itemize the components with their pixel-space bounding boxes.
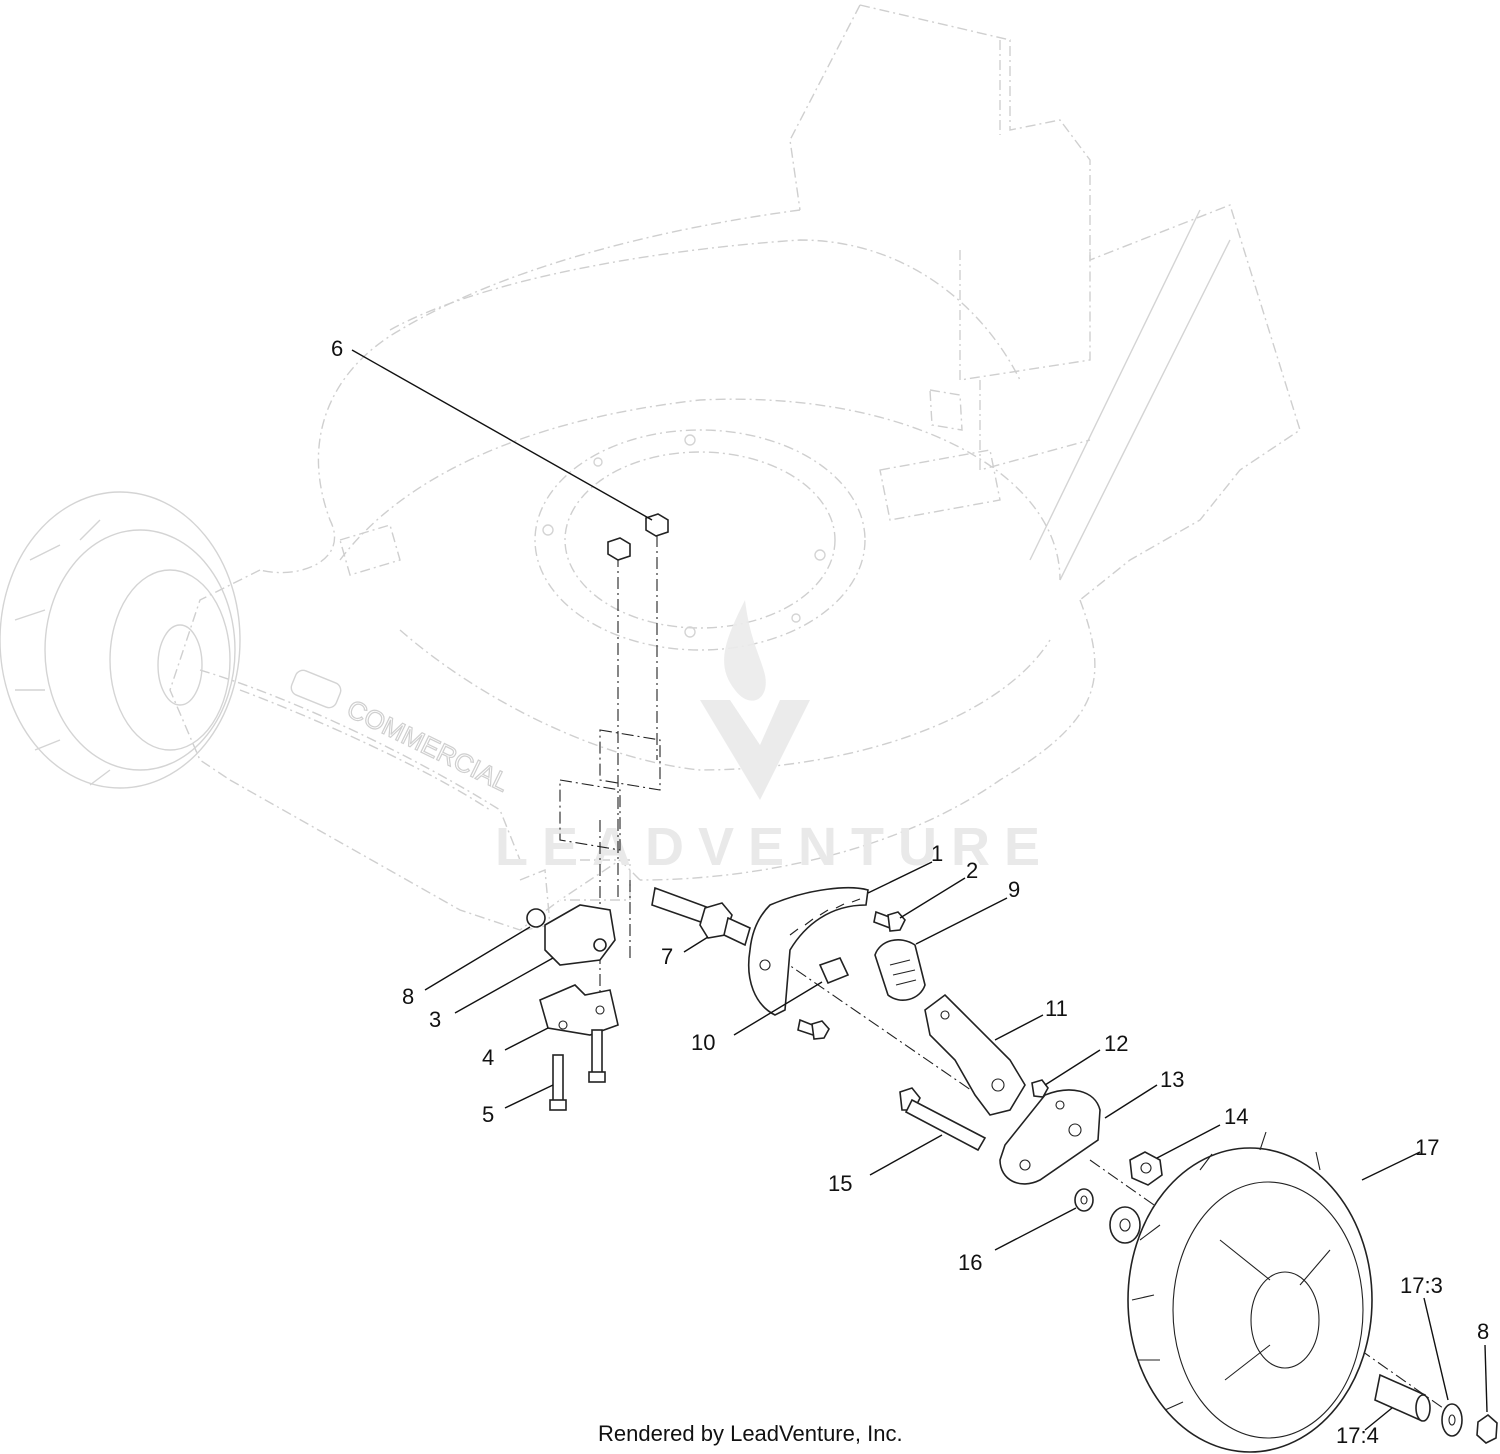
part-bracket-13 (999, 1089, 1101, 1185)
part-bolts-5 (549, 1029, 606, 1111)
callout-11: 11 (1045, 996, 1068, 1021)
part-handle-knob-9 (874, 939, 926, 1001)
callout-13: 13 (1160, 1067, 1184, 1092)
part-lever-11 (924, 993, 1026, 1116)
part-nut-8-rear (1476, 1413, 1498, 1444)
callout-5: 5 (482, 1102, 494, 1127)
part-washer-17-3 (1441, 1403, 1463, 1437)
leadventure-watermark: LEADVENTURE (495, 600, 1054, 877)
callout-10: 10 (691, 1030, 715, 1055)
callout-8-rear: 8 (1477, 1319, 1489, 1344)
callout-12: 12 (1104, 1031, 1128, 1056)
callout-16: 16 (958, 1250, 982, 1275)
footer-credit: Rendered by LeadVenture, Inc. (598, 1421, 903, 1446)
callout-9: 9 (1008, 877, 1020, 902)
callout-17: 17 (1415, 1135, 1439, 1160)
callout-6: 6 (331, 336, 343, 361)
front-left-wheel-ghost (0, 491, 241, 789)
callout-4: 4 (482, 1045, 494, 1070)
callout-17-4: 17:4 (1336, 1423, 1379, 1448)
deck-brand-text: COMMERCIAL (342, 693, 514, 797)
part-block-10 (818, 957, 850, 985)
part-bushing-17-4 (1374, 1373, 1431, 1422)
part-plate-4 (539, 984, 619, 1036)
callout-3: 3 (429, 1007, 441, 1032)
callout-labels: 6 1 2 9 7 8 3 4 5 10 11 12 13 14 15 16 1… (331, 336, 1489, 1448)
part-locknut-14 (1129, 1151, 1163, 1186)
mower-deck-ghost: COMMERCIAL (169, 4, 1301, 931)
callout-8-front: 8 (402, 984, 414, 1009)
part-screw-12 (1031, 1079, 1049, 1098)
callout-14: 14 (1224, 1104, 1248, 1129)
watermark-text: LEADVENTURE (495, 817, 1054, 877)
callout-2: 2 (966, 858, 978, 883)
callout-7: 7 (661, 944, 673, 969)
part-height-plate-1 (748, 887, 869, 1016)
part-nuts-6 (607, 513, 669, 561)
callout-15: 15 (828, 1171, 852, 1196)
callout-17-3: 17:3 (1400, 1273, 1443, 1298)
part-front-wheel-17 (1127, 1131, 1373, 1453)
leader-lines (351, 349, 1488, 1431)
part-bolt-15 (899, 1087, 987, 1152)
part-axle-7 (651, 886, 751, 947)
callout-1: 1 (931, 841, 943, 866)
part-height-bracket-3 (526, 904, 616, 966)
part-washers-16 (1074, 1188, 1141, 1244)
